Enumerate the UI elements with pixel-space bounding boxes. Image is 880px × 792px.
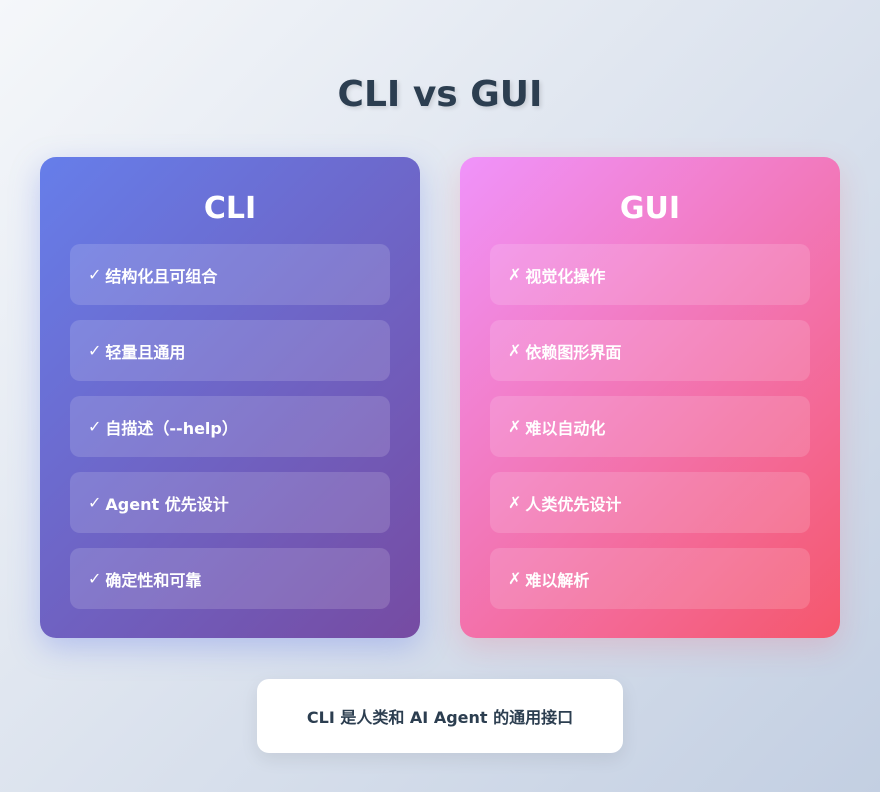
cli-feature-text: 结构化且可组合 (105, 266, 218, 286)
cli-feature-item: ✓ 自描述（--help） (70, 396, 390, 457)
gui-feature-text: 人类优先设计 (525, 494, 622, 514)
check-icon: ✓ (88, 417, 102, 436)
gui-feature-text: 难以解析 (525, 570, 590, 590)
gui-feature-list: ✗ 视觉化操作 ✗ 依赖图形界面 ✗ 难以自动化 ✗ 人类优先设计 ✗ 难以解析 (490, 244, 810, 609)
check-icon: ✓ (88, 341, 102, 360)
cli-feature-text: 轻量且通用 (105, 342, 186, 362)
cross-icon: ✗ (508, 493, 522, 512)
summary-callout: CLI 是人类和 AI Agent 的通用接口 (257, 679, 623, 753)
cross-icon: ✗ (508, 417, 522, 436)
cli-feature-item: ✓ 确定性和可靠 (70, 548, 390, 609)
cli-feature-text: 自描述（--help） (105, 418, 238, 438)
cross-icon: ✗ (508, 265, 522, 284)
page-title: CLI vs GUI (337, 74, 543, 115)
check-icon: ✓ (88, 265, 102, 284)
cli-card: CLI ✓ 结构化且可组合 ✓ 轻量且通用 ✓ 自描述（--help） ✓ Ag… (40, 157, 420, 638)
gui-feature-item: ✗ 难以解析 (490, 548, 810, 609)
gui-feature-text: 难以自动化 (525, 418, 606, 438)
gui-feature-item: ✗ 视觉化操作 (490, 244, 810, 305)
gui-card: GUI ✗ 视觉化操作 ✗ 依赖图形界面 ✗ 难以自动化 ✗ 人类优先设计 ✗ … (460, 157, 840, 638)
gui-feature-item: ✗ 难以自动化 (490, 396, 810, 457)
cli-feature-list: ✓ 结构化且可组合 ✓ 轻量且通用 ✓ 自描述（--help） ✓ Agent … (70, 244, 390, 609)
cli-feature-item: ✓ 结构化且可组合 (70, 244, 390, 305)
gui-feature-item: ✗ 依赖图形界面 (490, 320, 810, 381)
cli-feature-item: ✓ 轻量且通用 (70, 320, 390, 381)
gui-feature-text: 视觉化操作 (525, 266, 606, 286)
check-icon: ✓ (88, 569, 102, 588)
check-icon: ✓ (88, 493, 102, 512)
summary-text: CLI 是人类和 AI Agent 的通用接口 (306, 708, 574, 727)
cli-card-title: CLI (203, 191, 257, 226)
cli-feature-text: Agent 优先设计 (105, 494, 229, 514)
cross-icon: ✗ (508, 341, 522, 360)
gui-feature-item: ✗ 人类优先设计 (490, 472, 810, 533)
cross-icon: ✗ (508, 569, 522, 588)
cli-feature-item: ✓ Agent 优先设计 (70, 472, 390, 533)
cli-feature-text: 确定性和可靠 (105, 570, 202, 590)
gui-card-title: GUI (619, 191, 681, 226)
gui-feature-text: 依赖图形界面 (525, 342, 622, 362)
